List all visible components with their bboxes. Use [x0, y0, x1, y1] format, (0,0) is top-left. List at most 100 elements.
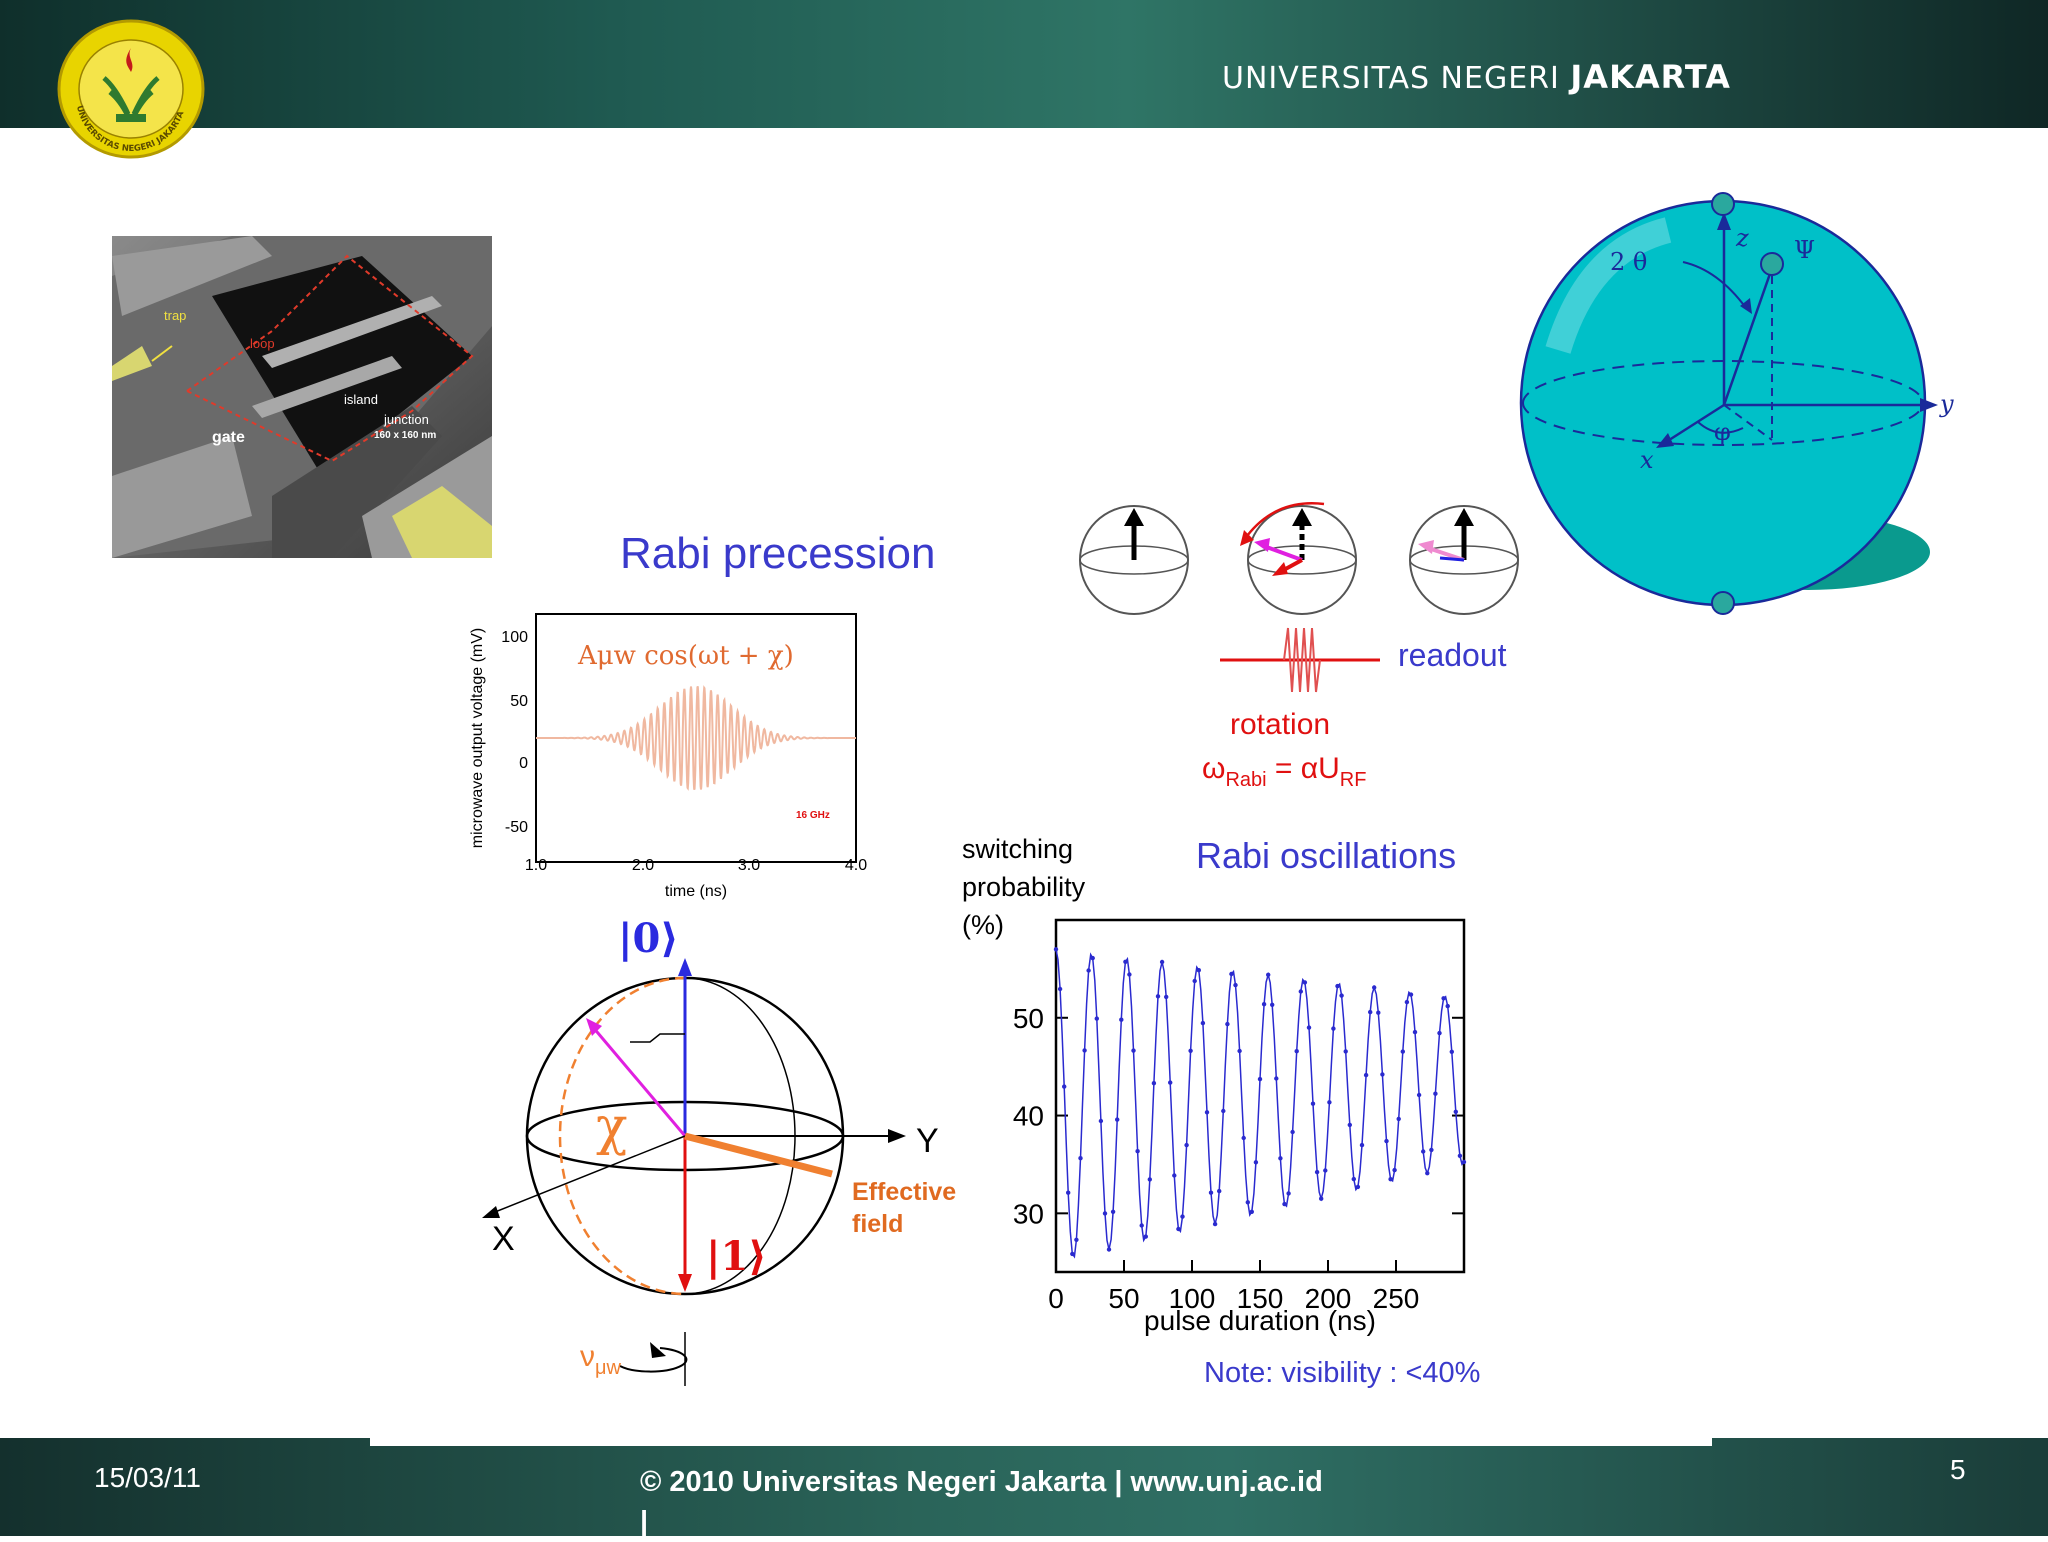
rabi-data-point [1208, 1190, 1214, 1195]
rabi-data-point [1086, 968, 1091, 973]
rabi-data-point [1327, 1100, 1332, 1105]
footer-divider [370, 1438, 1712, 1446]
svg-text:x: x [1640, 446, 1654, 474]
rabi-data-point [1298, 989, 1303, 994]
svg-text:φ: φ [1714, 418, 1731, 446]
rabi-data-point [1461, 1159, 1467, 1165]
rabi-data-point [1306, 1025, 1312, 1030]
rabi-data-point [1135, 1149, 1140, 1154]
page-number: 5 [1950, 1454, 1966, 1485]
svg-text:Ψ: Ψ [1794, 236, 1815, 264]
rabi-data-point [1151, 1081, 1157, 1086]
readout-label: readout [1398, 637, 1507, 673]
svg-text:50: 50 [510, 693, 528, 710]
rabi-data-point [1429, 1147, 1434, 1153]
ket-one-label: |1⟩ [706, 1233, 767, 1280]
rabi-data-point [1127, 972, 1132, 977]
rabi-data-point [1314, 1169, 1320, 1175]
rabi-data-point [1302, 980, 1308, 985]
university-title: UNIVERSITAS NEGERI JAKARTA [1222, 58, 1731, 96]
ket-zero-label: |0⟩ [618, 915, 679, 962]
x-tick-label: 100 [1169, 1283, 1216, 1314]
rabi-data-point [1412, 1029, 1418, 1035]
bloch-sphere-diagram: 2 θ z Ψ y x φ [1518, 190, 1958, 620]
rotation-label: rotation [1230, 708, 1330, 741]
rabi-data-point [1176, 1226, 1181, 1232]
rabi-data-point [1445, 1003, 1450, 1009]
svg-text:4.0: 4.0 [845, 857, 867, 874]
rabi-data-point [1416, 1092, 1422, 1098]
rabi-data-point [1363, 1072, 1369, 1078]
rabi-data-point [1339, 993, 1344, 998]
rabi-data-point [1078, 1156, 1083, 1161]
field-label: field [852, 1210, 903, 1238]
rabi-data-point [1212, 1221, 1218, 1227]
pulse-burst [1283, 627, 1321, 693]
svg-text:0: 0 [519, 755, 528, 772]
svg-text:100: 100 [501, 629, 528, 646]
rabi-data-point [1172, 1173, 1177, 1178]
rabi-data-point [1261, 1002, 1267, 1007]
plot-area [1054, 918, 1466, 1274]
rabi-data-point [1323, 1168, 1328, 1173]
pulse-x-label: time (ns) [665, 883, 727, 900]
rabi-data-point [1359, 1142, 1365, 1148]
rabi-data-point [1351, 1176, 1356, 1182]
rabi-data-point [1098, 1118, 1104, 1124]
chart-title: Rabi oscillations [1196, 835, 1456, 876]
y-tick-label: 30 [1013, 1198, 1044, 1229]
rabi-data-point [1147, 1177, 1152, 1182]
rabi-data-point [1392, 1167, 1397, 1173]
island-label: island [344, 392, 378, 407]
rabi-data-point [1425, 1171, 1430, 1176]
pulse-formula: Aμw cos(ωt + χ) [577, 641, 794, 671]
rabi-data-point [1233, 982, 1238, 988]
rabi-data-point [1257, 1076, 1263, 1082]
pulse-x-ticks: 1.0 2.0 3.0 4.0 [525, 857, 867, 874]
footer-copyright: © 2010 Universitas Negeri Jakarta | www.… [640, 1466, 1323, 1538]
rabi-data-point [1168, 1080, 1173, 1085]
chi-label: χ [596, 1097, 628, 1157]
rabi-data-point [1066, 1190, 1071, 1195]
rabi-data-point [1253, 1160, 1259, 1165]
rabi-data-point [1131, 1048, 1136, 1053]
rabi-data-point [1449, 1049, 1454, 1054]
rabi-data-point [1057, 986, 1063, 992]
rabi-data-point [1368, 1009, 1373, 1015]
rabi-data-point [1310, 1101, 1316, 1106]
x-tick-label: 200 [1305, 1283, 1352, 1314]
junction-size-label: 160 x 160 nm [374, 430, 436, 441]
y-label-line-1: switching [962, 834, 1073, 864]
gate-label: gate [212, 429, 245, 446]
nu-mw-label: νμw [580, 1340, 622, 1379]
slide-footer [0, 1438, 2048, 1536]
rabi-data-point [1266, 972, 1271, 977]
rabi-data-point [1278, 1156, 1283, 1161]
rabi-data-point [1270, 1002, 1275, 1007]
rabi-data-point [1241, 1135, 1246, 1141]
x-axis-label: X [492, 1220, 515, 1258]
svg-text:1.0: 1.0 [525, 857, 547, 874]
rabi-data-point [1249, 1209, 1254, 1214]
small-sphere-rotating [1240, 502, 1357, 615]
rabi-data-point [1274, 1076, 1279, 1081]
y-tick-label: 50 [1013, 1003, 1044, 1034]
rabi-data-point [1217, 1188, 1222, 1194]
pulse-waveform [536, 685, 856, 791]
rabi-data-point [1437, 1030, 1442, 1036]
rabi-data-point [1400, 1049, 1405, 1054]
loop-label: loop [250, 336, 275, 351]
rabi-data-point [1082, 1048, 1087, 1053]
y-axis-label: Y [916, 1122, 939, 1160]
rabi-data-point [1143, 1234, 1148, 1239]
rabi-data-point [1090, 955, 1095, 961]
x-tick-label: 250 [1373, 1283, 1420, 1314]
rabi-data-point [1229, 971, 1234, 977]
rabi-data-point [1286, 1191, 1291, 1196]
rabi-data-point [1188, 1048, 1193, 1053]
rabi-data-point [1319, 1196, 1324, 1201]
rabi-data-point [1388, 1177, 1393, 1182]
y-label-line-2: probability [962, 872, 1086, 902]
rabi-data-point [1237, 1048, 1242, 1054]
rabi-data-point [1331, 1026, 1336, 1031]
